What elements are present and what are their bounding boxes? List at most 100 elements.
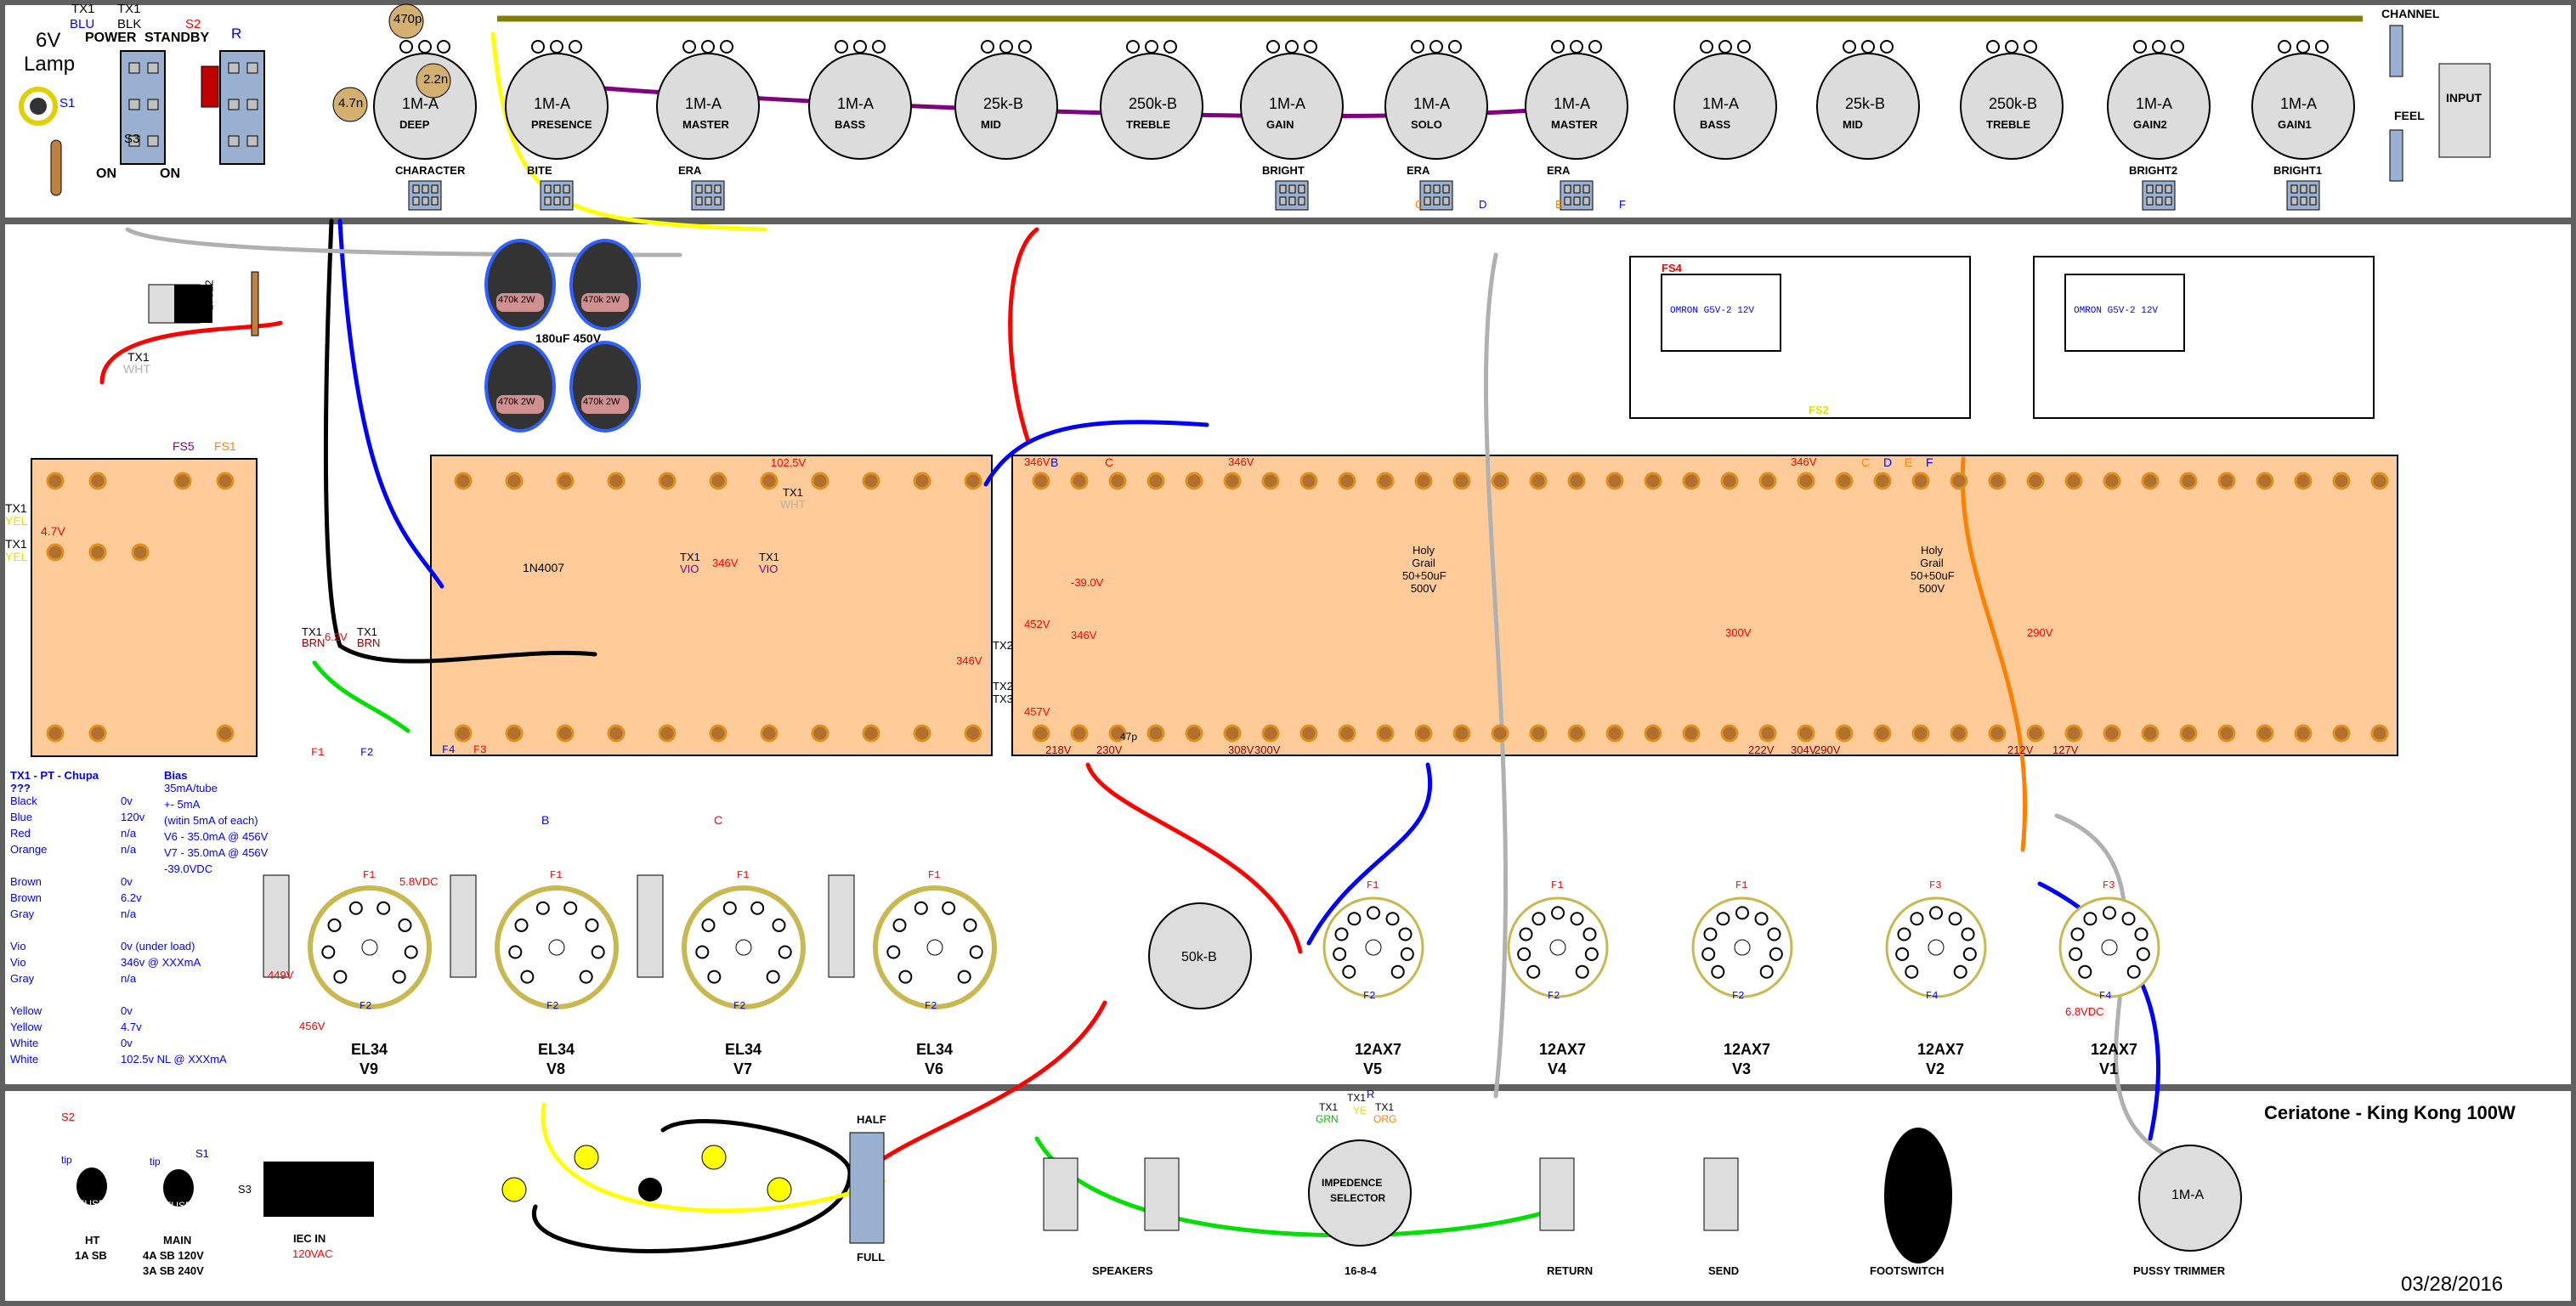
- speaker-jack-2[interactable]: [1144, 1157, 1180, 1231]
- imp-grn: GRN: [1316, 1113, 1339, 1125]
- eyelet: [1414, 724, 1433, 743]
- eyelet: [811, 472, 829, 490]
- relay-fs2-label: FS2: [1809, 404, 1829, 416]
- pot-bass[interactable]: [1673, 40, 1777, 160]
- pot-name: SOLO: [1411, 118, 1442, 131]
- pot-gain2[interactable]: [2107, 40, 2211, 160]
- pot-mid[interactable]: [954, 40, 1058, 160]
- tube-pin: [1584, 947, 1599, 961]
- input-jack[interactable]: [2438, 63, 2491, 158]
- pot-bass[interactable]: [808, 40, 912, 160]
- eyelet: [1032, 724, 1050, 743]
- send-jack[interactable]: [1703, 1157, 1739, 1231]
- v-290-a: 290V: [1815, 743, 1841, 756]
- eyelet: [1338, 472, 1356, 490]
- pot-name: MASTER: [682, 118, 729, 131]
- feel-switch[interactable]: [2389, 129, 2403, 182]
- v-452: 452V: [1024, 618, 1050, 630]
- bias-info: Bias 35mA/tube +- 5mA(witin 5mA of each)…: [164, 769, 268, 879]
- tx1-wire: Yellow: [10, 1020, 42, 1033]
- tube-socket-v2[interactable]: [1885, 896, 1987, 998]
- tube-socket-v9[interactable]: [263, 874, 432, 1009]
- eyelet: [1605, 472, 1624, 490]
- mini-switch-bite[interactable]: [540, 180, 574, 211]
- filter-cap: [484, 239, 556, 331]
- tube-socket-v5[interactable]: [1322, 896, 1424, 998]
- tx2-1: TX2: [993, 639, 1013, 652]
- iec-inlet[interactable]: [263, 1162, 374, 1217]
- eyelet: [454, 724, 473, 743]
- tube-pin: [1390, 964, 1405, 979]
- lamp: [19, 87, 62, 196]
- pot-master[interactable]: [656, 40, 760, 160]
- cap-4-7n: 4.7n: [338, 96, 364, 110]
- footswitch-socket[interactable]: [1884, 1128, 1952, 1264]
- mini-switch-character[interactable]: [408, 180, 442, 211]
- tube-socket-v7[interactable]: [637, 874, 806, 1009]
- pot-treble[interactable]: [1960, 40, 2064, 160]
- mini-switch-era[interactable]: [691, 180, 725, 211]
- fuse-ht[interactable]: [76, 1167, 107, 1205]
- bias-pot[interactable]: [1148, 902, 1252, 1009]
- feel-label: FEEL: [2394, 109, 2425, 122]
- mini-switch-bright2[interactable]: [2142, 180, 2176, 211]
- tube-pin: [1551, 906, 1565, 920]
- tube-pin: [1953, 964, 1967, 979]
- tube-socket-v1[interactable]: [2058, 896, 2160, 998]
- eyelet: [1261, 472, 1280, 490]
- bridge-label: 1N4007: [523, 561, 565, 574]
- tube-pin: [1333, 947, 1347, 961]
- fuse-ht-rating: 1A SB: [75, 1249, 107, 1262]
- ot-terminal: [638, 1178, 662, 1201]
- fuse-main[interactable]: [163, 1169, 194, 1207]
- power-board: [430, 455, 993, 756]
- tube-pin: [914, 901, 928, 915]
- tube-pin: [1948, 912, 1962, 926]
- v-230: 230V: [1096, 743, 1123, 756]
- pot-master[interactable]: [1525, 40, 1628, 160]
- impedance-selector[interactable]: [1308, 1139, 1412, 1247]
- screen-resistor: [263, 874, 290, 978]
- power-switch[interactable]: [120, 50, 166, 165]
- pussy-trimmer-pot[interactable]: [2138, 1145, 2242, 1252]
- pot-treble[interactable]: [1100, 40, 1203, 160]
- tube-type: EL34: [538, 1041, 575, 1058]
- pot-name: GAIN: [1266, 118, 1294, 131]
- pot-mid[interactable]: [1816, 40, 1920, 160]
- pot-name: BASS: [1700, 118, 1731, 131]
- mini-switch-bright[interactable]: [1275, 180, 1309, 211]
- tube-socket-v8[interactable]: [450, 874, 619, 1009]
- tube-socket-v4[interactable]: [1507, 896, 1609, 998]
- half-full-switch[interactable]: [849, 1132, 885, 1244]
- power-on: ON: [96, 167, 116, 181]
- eyelet: [1567, 724, 1586, 743]
- tube-f2: F2: [1732, 990, 1745, 1002]
- mini-switch-era[interactable]: [1419, 180, 1453, 211]
- pot-presence[interactable]: [505, 40, 609, 160]
- tube-name: V5: [1363, 1060, 1383, 1077]
- speaker-jack-1[interactable]: [1043, 1157, 1079, 1231]
- pot-gain1[interactable]: [2251, 40, 2355, 160]
- return-jack[interactable]: [1539, 1157, 1575, 1231]
- eyelet: [1835, 472, 1854, 490]
- tube-socket-v3[interactable]: [1691, 896, 1793, 998]
- pot-solo[interactable]: [1384, 40, 1488, 160]
- tube-pin: [508, 945, 523, 959]
- imp-r: R: [1367, 1088, 1375, 1100]
- channel-switch[interactable]: [2389, 25, 2403, 77]
- standby-switch[interactable]: [201, 50, 265, 165]
- tube-pin: [1531, 912, 1546, 926]
- eyelet: [1950, 724, 1968, 743]
- r-marker: R: [231, 25, 242, 42]
- tube-socket-v6[interactable]: [828, 874, 997, 1009]
- tube-f2: F2: [1548, 990, 1560, 1002]
- tube-pin: [563, 901, 578, 915]
- eyelet: [2103, 724, 2121, 743]
- pot-value: 250k-B: [1989, 95, 2038, 112]
- pot-gain[interactable]: [1240, 40, 1344, 160]
- tube-pin: [2126, 964, 2141, 979]
- mini-switch-bright1[interactable]: [2286, 180, 2320, 211]
- mini-switch-era[interactable]: [1560, 180, 1594, 211]
